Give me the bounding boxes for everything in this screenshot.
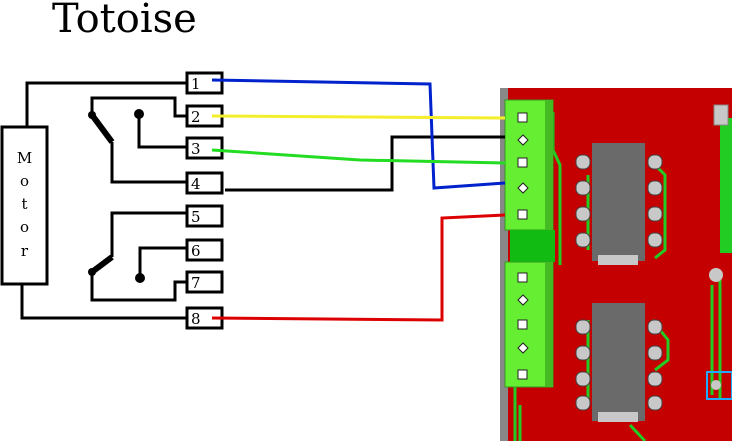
motor-letter: r <box>21 242 29 260</box>
motor-letter: o <box>20 172 29 190</box>
ic-chip-lower <box>575 303 663 422</box>
pcb-board <box>500 88 732 441</box>
terminal-4: 4 <box>185 171 224 195</box>
diagram-title: Totoise <box>52 0 197 42</box>
connector-pins-lower <box>517 272 529 380</box>
switch-contact-dot <box>135 273 145 283</box>
terminal-label: 4 <box>191 175 201 193</box>
connector-pins-upper <box>517 112 529 220</box>
switch-pivot <box>88 111 96 119</box>
pcb-via <box>711 380 721 390</box>
screw-terminal-upper <box>504 99 555 262</box>
blue-wire <box>211 78 506 190</box>
terminal-strip: 1 2 3 4 5 6 7 8 <box>185 71 224 330</box>
motor: M o t o r <box>0 125 49 286</box>
terminal-label: 6 <box>191 242 201 260</box>
pcb-component-outline <box>706 371 732 400</box>
terminal-5: 5 <box>185 204 224 228</box>
terminal-7: 7 <box>185 270 224 294</box>
green-wire <box>211 148 506 165</box>
terminal-label: 5 <box>191 208 201 226</box>
terminal-label: 2 <box>191 108 201 126</box>
terminal-3: 3 <box>185 136 224 160</box>
screw-terminal-lower <box>504 261 554 388</box>
motor-letter: M <box>17 149 32 167</box>
terminal-1: 1 <box>185 71 224 95</box>
pcb-edge <box>500 88 508 441</box>
terminal-label: 7 <box>191 274 201 292</box>
terminal-label: 3 <box>191 140 201 158</box>
terminal-label: 8 <box>191 310 201 328</box>
switch-pivot <box>88 268 96 276</box>
motor-letter: o <box>20 218 29 236</box>
motor-letter: t <box>21 195 27 213</box>
pcb-copper-strip <box>720 118 732 253</box>
switch-contact-dot <box>134 109 144 119</box>
pcb-component-pad <box>713 104 729 126</box>
terminal-label: 1 <box>191 75 201 93</box>
red-wire <box>211 213 506 322</box>
motor-box <box>0 125 49 286</box>
terminal-6: 6 <box>185 238 224 262</box>
ic-chip-upper <box>575 143 663 265</box>
yellow-wire <box>211 114 506 120</box>
pcb-via <box>709 268 723 282</box>
black-wires <box>20 81 505 320</box>
